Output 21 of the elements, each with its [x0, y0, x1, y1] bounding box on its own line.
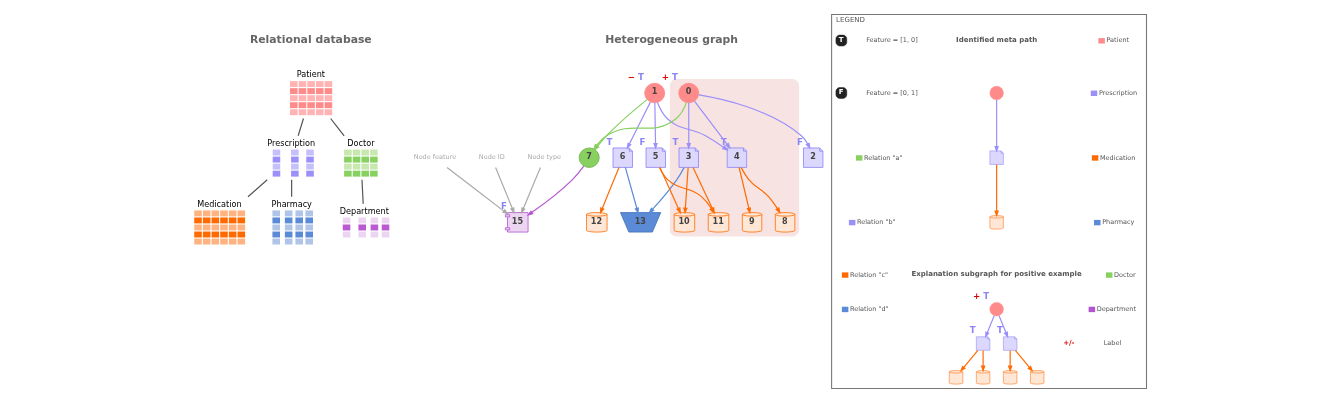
node-label: F — [796, 136, 803, 147]
node-label: Prescription — [266, 137, 315, 148]
node-label: + — [661, 71, 669, 82]
node-label: F — [500, 201, 507, 212]
node-label: Department — [339, 205, 389, 216]
node-label: Doctor — [346, 137, 374, 148]
node-label: T — [671, 71, 678, 82]
node-label: T — [996, 325, 1003, 336]
node-label: + — [972, 291, 980, 302]
node-label: F — [639, 136, 645, 147]
label: Heterogeneous graph — [604, 32, 738, 46]
node-label: − — [627, 71, 635, 82]
node-label: T — [969, 325, 976, 336]
node-label: Pharmacy — [271, 198, 312, 209]
node-label: T — [672, 136, 678, 147]
node-label: Patient — [296, 69, 325, 80]
node-label: Medication — [196, 198, 242, 209]
node-label: T — [982, 291, 989, 302]
node-label: T — [637, 71, 644, 82]
node-label: T — [606, 136, 612, 147]
label: Relational database — [249, 32, 372, 46]
